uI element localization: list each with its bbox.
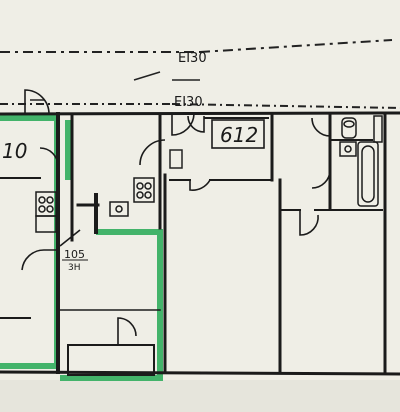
fire-line-top — [0, 39, 393, 53]
fire-rating-top-label: EI30 — [178, 51, 207, 66]
paper-shade — [0, 380, 400, 412]
unit-number-box — [211, 119, 265, 149]
stove-units — [35, 177, 155, 233]
fire-line-corridor — [0, 103, 400, 109]
annotation-marks — [30, 71, 200, 169]
room-small-number-label: 105 — [64, 248, 85, 261]
room-small-sub-label: 3Н — [68, 263, 81, 273]
walls — [0, 111, 400, 376]
fire-rating-corridor-label: EI30 — [174, 95, 203, 110]
bath-fixtures — [339, 115, 383, 207]
unit-number-label: 612 — [220, 123, 258, 147]
room-left-label: 10 — [2, 139, 27, 163]
door-swings — [21, 89, 331, 345]
